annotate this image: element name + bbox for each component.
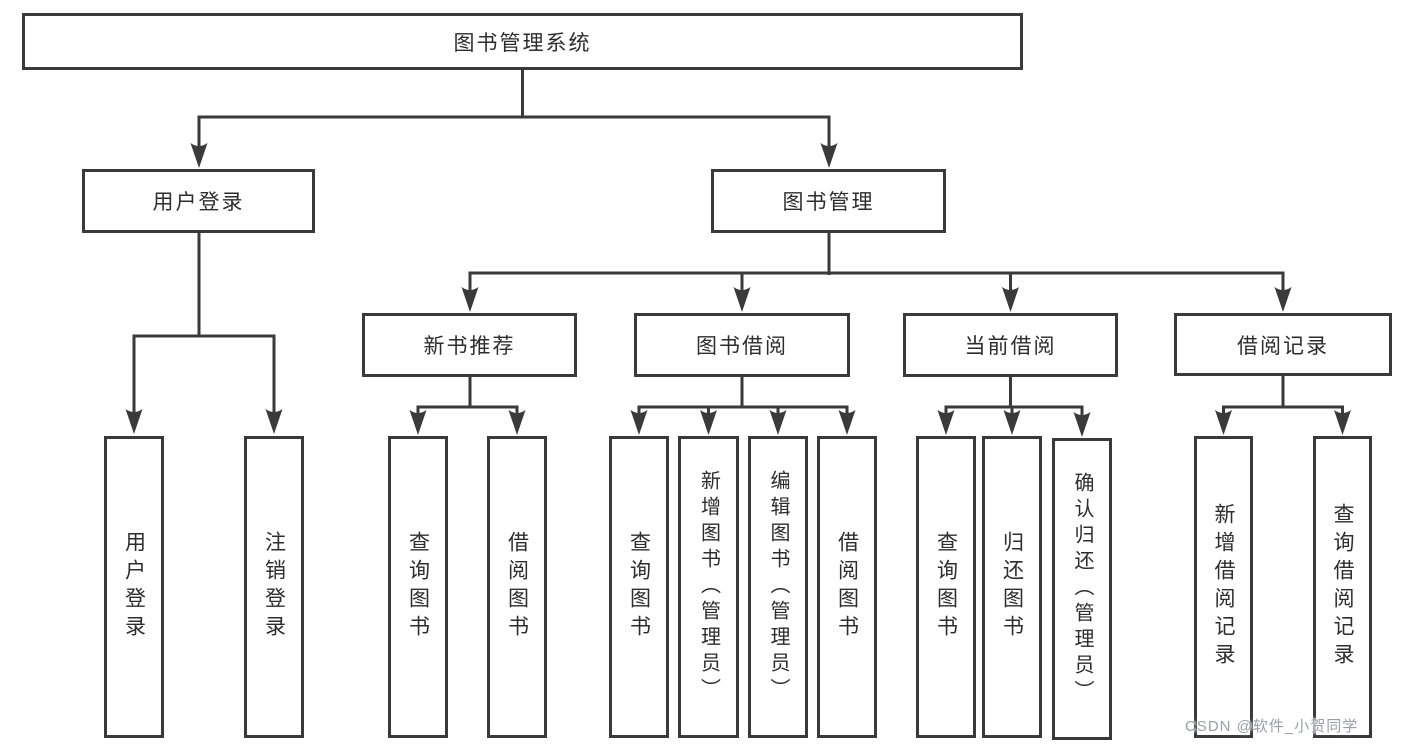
leaf-query-books: 查询图书 <box>388 436 448 738</box>
node-label: 图书借阅 <box>696 335 788 358</box>
leaf-borrow-books: 借阅图书 <box>817 436 877 738</box>
leaf-label: 编辑图书（管理员） <box>767 470 789 704</box>
leaf-add-borrow-record: 新增借阅记录 <box>1194 436 1253 738</box>
leaf-borrow-books: 借阅图书 <box>487 436 547 738</box>
node-label: 图书管理系统 <box>453 31 592 55</box>
csdn-watermark: CSDN @软件_小贺同学 <box>1185 718 1359 735</box>
leaf-query-books: 查询图书 <box>916 436 976 738</box>
leaf-label: 新增图书（管理员） <box>697 470 720 704</box>
node-label: 新书推荐 <box>423 335 516 358</box>
leaf-return-book: 归还图书 <box>982 436 1042 738</box>
leaf-label: 查询借阅记录 <box>1331 503 1354 671</box>
node-label: 图书管理 <box>782 191 875 214</box>
leaf-label: 确认归还（管理员） <box>1071 472 1093 706</box>
leaf-query-books: 查询图书 <box>609 436 669 738</box>
node-current-borrowing: 当前借阅 <box>903 313 1118 377</box>
node-borrowing-records: 借阅记录 <box>1174 313 1392 376</box>
leaf-label: 查询图书 <box>627 531 651 643</box>
leaf-confirm-return-admin: 确认归还（管理员） <box>1052 438 1112 740</box>
node-label: 借阅记录 <box>1237 334 1329 358</box>
node-label: 当前借阅 <box>964 335 1057 358</box>
leaf-label: 注销登录 <box>262 531 286 643</box>
leaf-user-login: 用户登录 <box>104 436 164 738</box>
node-library-management-system: 图书管理系统 <box>22 13 1023 70</box>
node-user-login: 用户登录 <box>82 169 315 233</box>
leaf-logout: 注销登录 <box>244 436 304 738</box>
leaf-label: 查询图书 <box>406 531 430 643</box>
node-book-borrowing: 图书借阅 <box>634 313 850 377</box>
leaf-label: 归还图书 <box>1000 531 1024 643</box>
leaf-label: 新增借阅记录 <box>1212 503 1235 671</box>
node-label: 用户登录 <box>152 191 245 214</box>
leaf-edit-book-admin: 编辑图书（管理员） <box>748 436 808 738</box>
node-book-management: 图书管理 <box>711 169 946 233</box>
leaf-query-borrow-record: 查询借阅记录 <box>1313 436 1372 738</box>
leaf-label: 借阅图书 <box>835 531 859 643</box>
leaf-label: 查询图书 <box>934 531 958 643</box>
leaf-add-book-admin: 新增图书（管理员） <box>678 436 739 738</box>
node-new-book-recommend: 新书推荐 <box>362 313 577 377</box>
leaf-label: 借阅图书 <box>505 531 529 643</box>
leaf-label: 用户登录 <box>122 531 146 643</box>
